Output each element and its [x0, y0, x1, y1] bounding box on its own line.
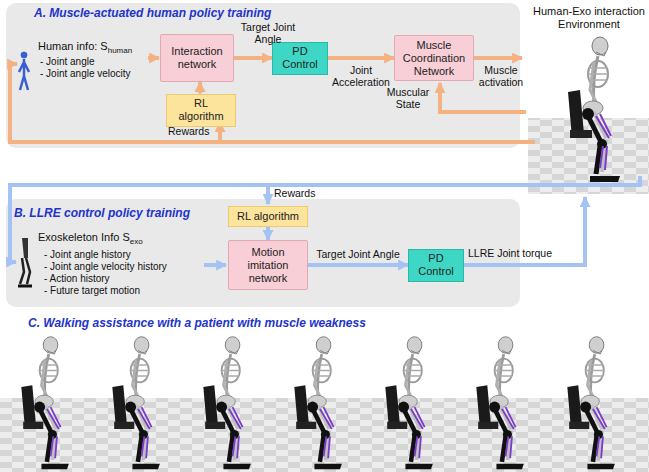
connector-arrow [328, 56, 394, 60]
signal-label: Muscular State [384, 86, 432, 110]
feedback-loop-blue-part [10, 176, 640, 262]
figure-caption: Human-Exo interaction Environment [531, 5, 647, 31]
edge-label: Joint Acceleration [330, 64, 392, 88]
environment-illustration-part [568, 37, 620, 182]
exoskeleton-icon-part [22, 238, 28, 258]
box-label: RL algorithm [237, 210, 299, 223]
box-label: Motion imitation network [233, 246, 303, 285]
input-item: - Future target motion [44, 285, 140, 297]
connector-arrow [234, 56, 272, 60]
edge-label: Target Joint Angle [310, 248, 406, 260]
feedback-loop-orange-part [474, 56, 522, 60]
input-heading: Exoskeleton Info S [38, 231, 130, 243]
input-item: - Joint angle velocity [40, 68, 131, 80]
controller-box: PD Control [408, 249, 464, 282]
box-label: Muscle Coordination Network [399, 39, 469, 78]
subscript: exo [130, 237, 143, 246]
signal-label: Muscle activation [476, 64, 526, 88]
network-box: Muscle Coordination Network [394, 35, 474, 81]
network-box: Interaction network [160, 34, 234, 82]
box-label: Interaction network [165, 45, 229, 71]
exoskeleton-icon-part [18, 285, 32, 288]
edge-label: Target Joint Angle [236, 21, 300, 45]
input-heading: Exoskeleton Info Sexo [38, 231, 143, 248]
environment-illustration [528, 37, 649, 194]
human-icon [19, 52, 29, 90]
environment-illustration-part [528, 118, 649, 194]
exoskeleton-icon-part [20, 258, 30, 284]
panel-ground [6, 199, 520, 307]
box-label: RL algorithm [171, 97, 231, 123]
feedback-loop-blue-part [204, 263, 226, 267]
section-title: B. LLRE control policy training [14, 206, 190, 220]
input-item: - Joint angle velocity history [44, 261, 167, 273]
walking-sequence-part [567, 337, 614, 469]
feedback-loop-blue [10, 176, 640, 265]
input-item: - Action history [44, 273, 110, 285]
feedback-loop-orange-part [148, 56, 159, 60]
signal-label: LLRE Joint torque [468, 247, 552, 259]
human-icon-part [19, 59, 29, 90]
connector-arrow [266, 227, 270, 240]
walking-sequence-part [203, 337, 250, 469]
human-icon-part [21, 52, 27, 58]
algorithm-box: RL algorithm [166, 94, 236, 127]
box-label: PD Control [277, 45, 323, 71]
walking-sequence-part [476, 337, 523, 469]
input-heading: Human info: Shuman [38, 40, 132, 57]
walking-sequence-part [21, 337, 68, 469]
box-label: PD Control [413, 252, 459, 278]
network-box: Motion imitation network [228, 240, 308, 290]
walking-sequence-part [385, 337, 432, 469]
signal-label: Rewards [168, 125, 209, 137]
input-heading: Human info: S [38, 40, 108, 52]
subscript: human [108, 46, 132, 55]
input-item: - Joint angle [40, 56, 94, 68]
walking-sequence-part [294, 337, 341, 469]
connector-arrow [308, 263, 408, 267]
algorithm-box: RL algorithm [228, 206, 308, 227]
feedback-loop-blue-part [464, 197, 585, 265]
panel-ground [6, 3, 520, 148]
walking-sequence [0, 337, 649, 472]
signal-label: Rewards [274, 187, 315, 199]
exoskeleton-icon [18, 238, 32, 286]
section-title: C. Walking assistance with a patient wit… [28, 316, 366, 330]
feedback-loop-blue-part [266, 185, 270, 204]
walking-sequence-part [112, 337, 159, 469]
section-title: A. Muscle-actuated human policy training [34, 6, 271, 20]
input-item: - Joint angle history [44, 249, 131, 261]
connector-arrow [198, 82, 202, 94]
controller-box: PD Control [272, 42, 328, 75]
